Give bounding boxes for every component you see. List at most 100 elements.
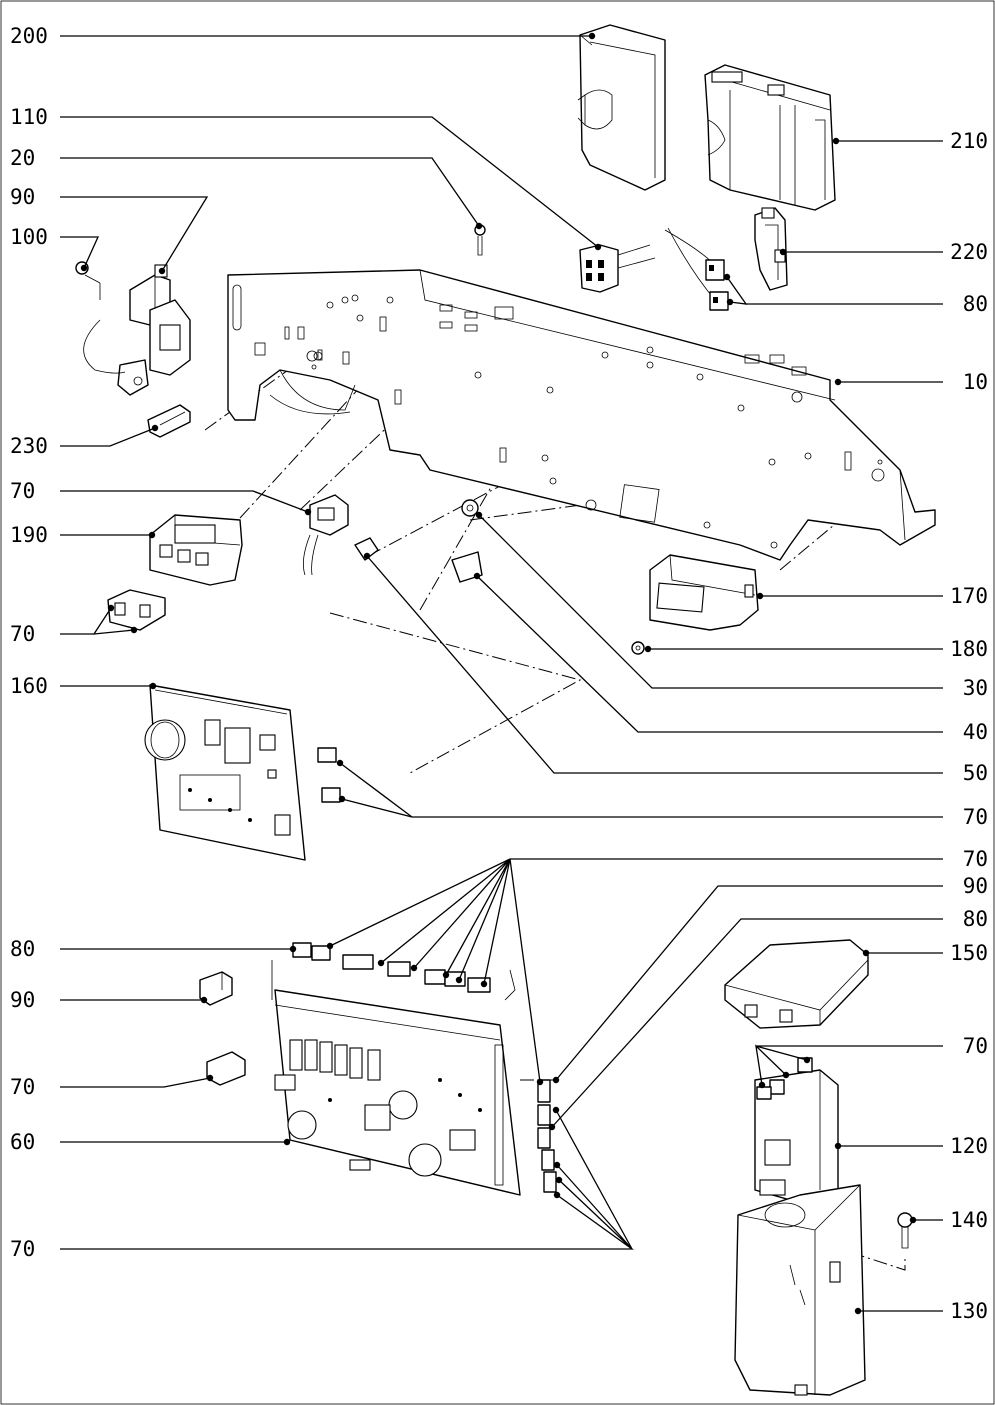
leader-dot: [834, 378, 842, 386]
main-housing: [704, 64, 836, 211]
callout-c170R: 170: [756, 584, 988, 608]
callout-c90aL: 90: [10, 185, 209, 275]
callout-label: 120: [950, 1134, 988, 1158]
callout-c120R: 120: [834, 1134, 988, 1158]
screw-180: [631, 641, 645, 655]
leader-line: [60, 196, 209, 272]
leader-dot: [779, 248, 787, 256]
callout-label: 90: [10, 185, 35, 209]
callout-label: 140: [950, 1208, 988, 1232]
leader-line: [478, 514, 943, 689]
leader-dot: [149, 682, 157, 690]
callout-c70gR: 70: [755, 1034, 988, 1089]
callout-label: 70: [963, 805, 988, 829]
leader-dot: [803, 1056, 811, 1064]
valve-assembly: [75, 261, 191, 396]
leader-line: [60, 236, 100, 269]
loose-connector-90: [199, 971, 233, 1006]
leader-dot: [206, 1074, 214, 1082]
clip-230: [147, 404, 191, 438]
control-board: [144, 684, 341, 861]
leader-dot: [363, 552, 371, 560]
callout-label: 130: [950, 1299, 988, 1323]
leader-dot: [553, 1191, 561, 1199]
callout-label: 110: [10, 105, 48, 129]
callout-c40R: 40: [473, 572, 988, 744]
callout-label: 80: [963, 907, 988, 931]
terminal-connector-70: [107, 589, 166, 631]
callout-c190L: 190: [10, 523, 156, 547]
leader-dot: [455, 976, 463, 984]
callout-label: 40: [963, 720, 988, 744]
callout-label: 160: [10, 674, 48, 698]
leader-line: [329, 858, 943, 1083]
leader-dot: [548, 1123, 556, 1131]
leader-dot: [304, 508, 312, 516]
callout-c70dL: 70: [10, 1106, 635, 1261]
leader-dot: [158, 267, 166, 275]
callout-label: 90: [963, 874, 988, 898]
leader-dot: [536, 1078, 544, 1086]
leader-dot: [555, 1176, 563, 1184]
housing-cover: [577, 24, 666, 191]
leader-dot: [473, 572, 481, 580]
callout-label: 230: [10, 434, 48, 458]
leader-dot: [723, 273, 731, 281]
leader-dot: [107, 604, 115, 612]
leader-dot: [644, 645, 652, 653]
callout-c210R: 210: [832, 129, 988, 153]
callout-c200L: 200: [10, 24, 596, 48]
callout-c30R: 30: [475, 511, 988, 700]
leader-dot: [475, 222, 483, 230]
callout-c60L: 60: [10, 1130, 291, 1154]
leader-dot: [909, 1216, 917, 1224]
callout-label: 70: [10, 1075, 35, 1099]
callout-c220R: 220: [779, 240, 988, 264]
cable-connector-70: [302, 494, 349, 576]
leader-dot: [326, 942, 334, 950]
leader-dot: [289, 945, 297, 953]
clip-50: [354, 537, 379, 561]
callout-c90bL: 90: [10, 988, 208, 1012]
leader-dot: [377, 959, 385, 967]
callout-c10R: 10: [834, 370, 988, 394]
callout-label: 10: [963, 370, 988, 394]
leader-dot: [854, 1307, 862, 1315]
leader-dot: [758, 1081, 766, 1089]
leader-dot: [588, 32, 596, 40]
callout-c130R: 130: [854, 1299, 988, 1323]
leader-dot: [553, 1161, 561, 1169]
leader-line: [60, 1077, 211, 1088]
leader-dot: [148, 531, 156, 539]
leader-dot: [410, 964, 418, 972]
callout-c80aL: 80: [10, 937, 297, 961]
leader-dot: [200, 996, 208, 1004]
callout-c70fR: 70: [326, 847, 988, 1086]
chassis-plate: [227, 269, 936, 561]
board-side-connectors: [537, 1079, 557, 1193]
callout-label: 60: [10, 1130, 35, 1154]
leader-dot: [80, 264, 88, 272]
leader-dot: [338, 795, 346, 803]
leader-dot: [283, 1138, 291, 1146]
callout-label: 20: [10, 146, 35, 170]
leader-dot: [336, 759, 344, 767]
leader-dot: [782, 1071, 790, 1079]
leader-line: [555, 885, 943, 1081]
main-board: [274, 989, 521, 1196]
connector-block: [579, 244, 656, 293]
callout-c140R: 140: [909, 1208, 988, 1232]
callout-label: 210: [950, 129, 988, 153]
lower-housing: [734, 1184, 866, 1396]
callout-layer: 2001102090100230701907016080907060702102…: [10, 24, 988, 1323]
loose-connector-70: [206, 1051, 246, 1086]
leader-line: [551, 918, 943, 1128]
leader-line: [60, 427, 156, 447]
leader-dot: [480, 980, 488, 988]
callout-label: 80: [10, 937, 35, 961]
leader-dot: [442, 971, 450, 979]
leader-dot: [834, 1142, 842, 1150]
leader-dot: [151, 424, 159, 432]
